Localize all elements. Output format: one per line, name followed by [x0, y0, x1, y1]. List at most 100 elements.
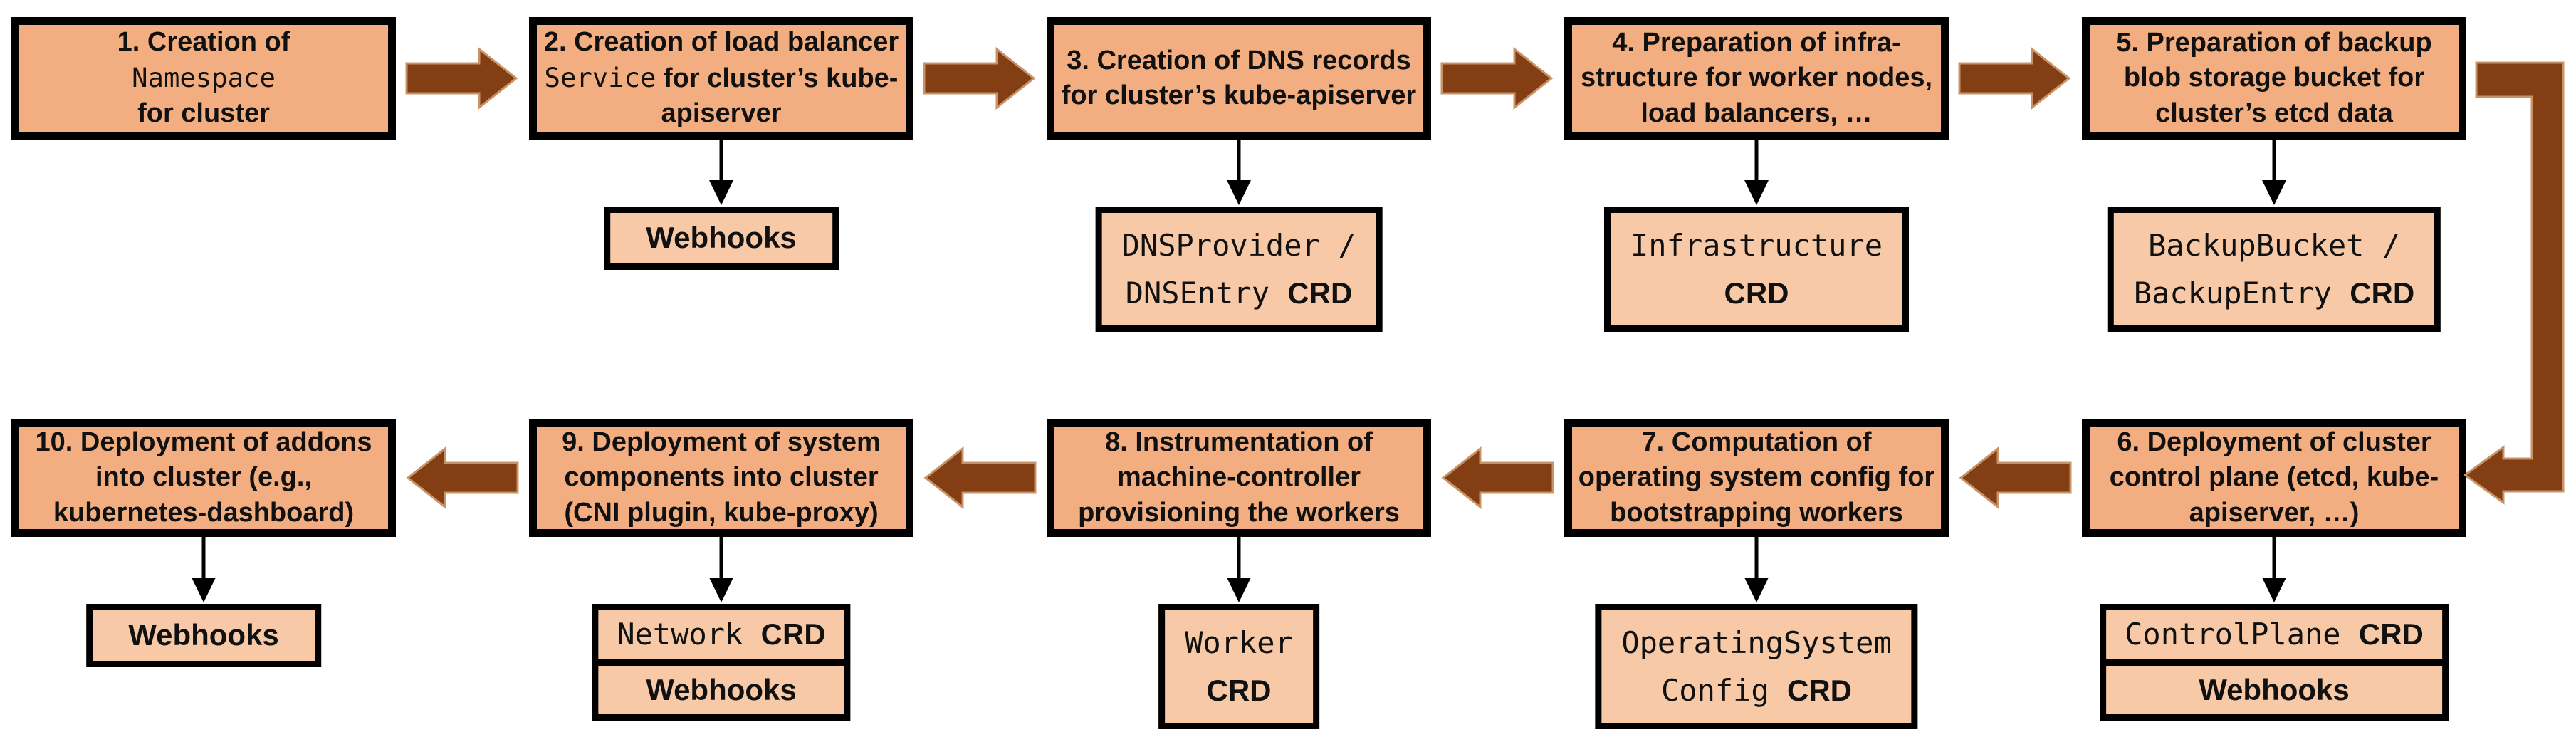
flow-arrow-left-icon: [406, 446, 519, 510]
text-run: 9. Deployment of system components into …: [562, 427, 881, 528]
step-5-box: 5. Preparation of backup blob storage bu…: [2082, 17, 2466, 140]
step-8: 8. Instrumentation of machine-controller…: [1047, 419, 1431, 730]
step-4: 4. Preparation of infra-structure for wo…: [1564, 17, 1949, 333]
text-run: 8. Instrumentation of machine-controller…: [1078, 427, 1400, 528]
text-run: 7. Computation of operating system confi…: [1578, 427, 1935, 528]
step-5-title: 5. Preparation of backup blob storage bu…: [2095, 26, 2453, 131]
text-run: Namespace: [132, 61, 276, 93]
step-9-title: 9. Deployment of system components into …: [543, 425, 900, 531]
text-run: Service: [544, 61, 656, 93]
step-10-title: 10. Deployment of addons into cluster (e…: [25, 425, 382, 531]
text-run: BackupEntry: [2133, 276, 2350, 311]
text-run: 4. Preparation of infra-structure for wo…: [1580, 27, 1933, 128]
resource-box-step-5: BackupBucket / BackupEntry CRD: [2107, 207, 2441, 333]
flow-arrow-right-icon: [923, 46, 1036, 110]
step-2-box: 2. Creation of load balancer Service for…: [529, 17, 913, 140]
step-6-title: 6. Deployment of cluster control plane (…: [2095, 425, 2453, 531]
resource-label: DNSProvider / DNSEntry CRD: [1121, 228, 1356, 311]
step-7: 7. Computation of operating system confi…: [1564, 419, 1949, 730]
text-run: 6. Deployment of cluster control plane (…: [2109, 427, 2439, 528]
step-9: 9. Deployment of system components into …: [529, 419, 913, 721]
text-run: CRD: [1206, 674, 1272, 708]
step-7-title: 7. Computation of operating system confi…: [1578, 425, 1935, 531]
text-run: CRD: [2350, 276, 2415, 310]
resource-label: BackupBucket / BackupEntry CRD: [2133, 228, 2415, 311]
flow-arrow-right-icon: [1958, 46, 2071, 110]
resource-label: Webhooks: [646, 221, 797, 254]
flow-arrow-right-icon: [405, 46, 518, 110]
step-9-box: 9. Deployment of system components into …: [529, 419, 913, 537]
text-run: CRD: [1724, 276, 1789, 310]
resource-box-step-10: Webhooks: [86, 604, 321, 667]
down-arrow-icon: [1227, 537, 1251, 602]
resource-box-step-2: Webhooks: [604, 207, 839, 270]
flow-arrow-left-icon: [923, 446, 1037, 510]
resource-box-step-3: DNSProvider / DNSEntry CRD: [1095, 207, 1383, 333]
text-run: CRD: [1287, 276, 1353, 310]
resource-stack-step-6: ControlPlane CRD Webhooks: [2100, 604, 2449, 721]
flow-arrow-left-icon: [1441, 446, 1554, 510]
text-run: Infrastructure: [1630, 228, 1883, 263]
step-3-title: 3. Creation of DNS records for cluster’s…: [1060, 43, 1418, 114]
text-run: Network: [617, 617, 761, 652]
text-run: Webhooks: [646, 672, 797, 706]
text-run: CRD: [760, 617, 826, 651]
step-8-box: 8. Instrumentation of machine-controller…: [1047, 419, 1431, 537]
step-2: 2. Creation of load balancer Service for…: [529, 17, 913, 270]
step-10: 10. Deployment of addons into cluster (e…: [11, 419, 396, 667]
step-7-box: 7. Computation of operating system confi…: [1564, 419, 1949, 537]
step-8-title: 8. Instrumentation of machine-controller…: [1060, 425, 1418, 531]
down-arrow-icon: [709, 140, 733, 205]
step-3-box: 3. Creation of DNS records for cluster’s…: [1047, 17, 1431, 140]
text-run: for cluster: [137, 98, 270, 129]
step-4-title: 4. Preparation of infra-structure for wo…: [1578, 26, 1935, 131]
stack-cell-webhooks: Webhooks: [592, 659, 851, 721]
down-arrow-icon: [1227, 140, 1251, 205]
step-10-box: 10. Deployment of addons into cluster (e…: [11, 419, 396, 537]
resource-stack-step-9: Network CRD Webhooks: [592, 604, 851, 721]
flow-arrow-left-icon: [1959, 446, 2072, 510]
text-run: 3. Creation of DNS records for cluster’s…: [1061, 45, 1417, 110]
down-arrow-icon: [2262, 140, 2286, 205]
step-3: 3. Creation of DNS records for cluster’s…: [1047, 17, 1431, 333]
step-6: 6. Deployment of cluster control plane (…: [2082, 419, 2466, 721]
text-run: CRD: [1787, 674, 1853, 708]
elbow-arrow-icon: [2463, 61, 2565, 505]
down-arrow-icon: [1744, 537, 1769, 602]
down-arrow-icon: [1744, 140, 1769, 205]
text-run: ControlPlane: [2125, 617, 2359, 652]
stack-cell-network-crd: Network CRD: [592, 604, 851, 666]
text-run: 1. Creation of: [117, 27, 290, 58]
step-5: 5. Preparation of backup blob storage bu…: [2082, 17, 2466, 333]
text-run: DNSEntry: [1125, 276, 1288, 311]
text-run: 10. Deployment of addons into cluster (e…: [35, 427, 372, 528]
text-run: 2. Creation of load balancer: [543, 27, 899, 58]
text-run: Webhooks: [2199, 672, 2350, 706]
text-run: CRD: [2358, 617, 2424, 651]
text-run: Worker: [1185, 625, 1293, 660]
text-run: 5. Preparation of backup blob storage bu…: [2116, 27, 2432, 128]
step-6-box: 6. Deployment of cluster control plane (…: [2082, 419, 2466, 537]
down-arrow-icon: [192, 537, 216, 602]
text-run: DNSProvider /: [1121, 228, 1356, 263]
stack-cell-webhooks: Webhooks: [2100, 659, 2449, 721]
text-run: Webhooks: [128, 618, 279, 652]
text-run: Config: [1660, 673, 1788, 709]
flow-arrow-right-icon: [1440, 46, 1554, 110]
text-run: BackupBucket /: [2147, 228, 2400, 263]
down-arrow-icon: [2262, 537, 2286, 602]
text-run: OperatingSystem: [1621, 625, 1892, 660]
step-2-title: 2. Creation of load balancer Service for…: [543, 25, 900, 131]
stack-cell-controlplane-crd: ControlPlane CRD: [2100, 604, 2449, 666]
text-run: Webhooks: [646, 221, 797, 254]
